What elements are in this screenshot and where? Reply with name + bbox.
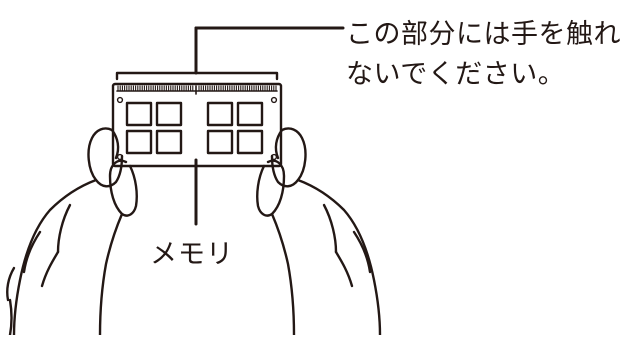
memory-chip xyxy=(155,129,183,155)
memory-chip xyxy=(236,129,264,155)
memory-module xyxy=(111,82,283,168)
memory-chip xyxy=(125,129,153,155)
memory-chip xyxy=(236,101,264,127)
caution-label-line2: ないでください。 xyxy=(346,59,566,90)
caution-label-line1: この部分には手を触れ xyxy=(346,19,621,50)
memory-label: メモリ xyxy=(150,239,234,270)
mounting-hole xyxy=(270,96,278,104)
memory-chip xyxy=(206,101,234,127)
memory-chip xyxy=(125,101,153,127)
mounting-hole xyxy=(116,96,124,104)
memory-chip xyxy=(155,101,183,127)
right-hand xyxy=(256,127,382,337)
left-hand xyxy=(6,127,138,337)
contact-pins xyxy=(117,85,277,92)
caution-bracket xyxy=(115,26,345,81)
memory-chip xyxy=(206,129,234,155)
